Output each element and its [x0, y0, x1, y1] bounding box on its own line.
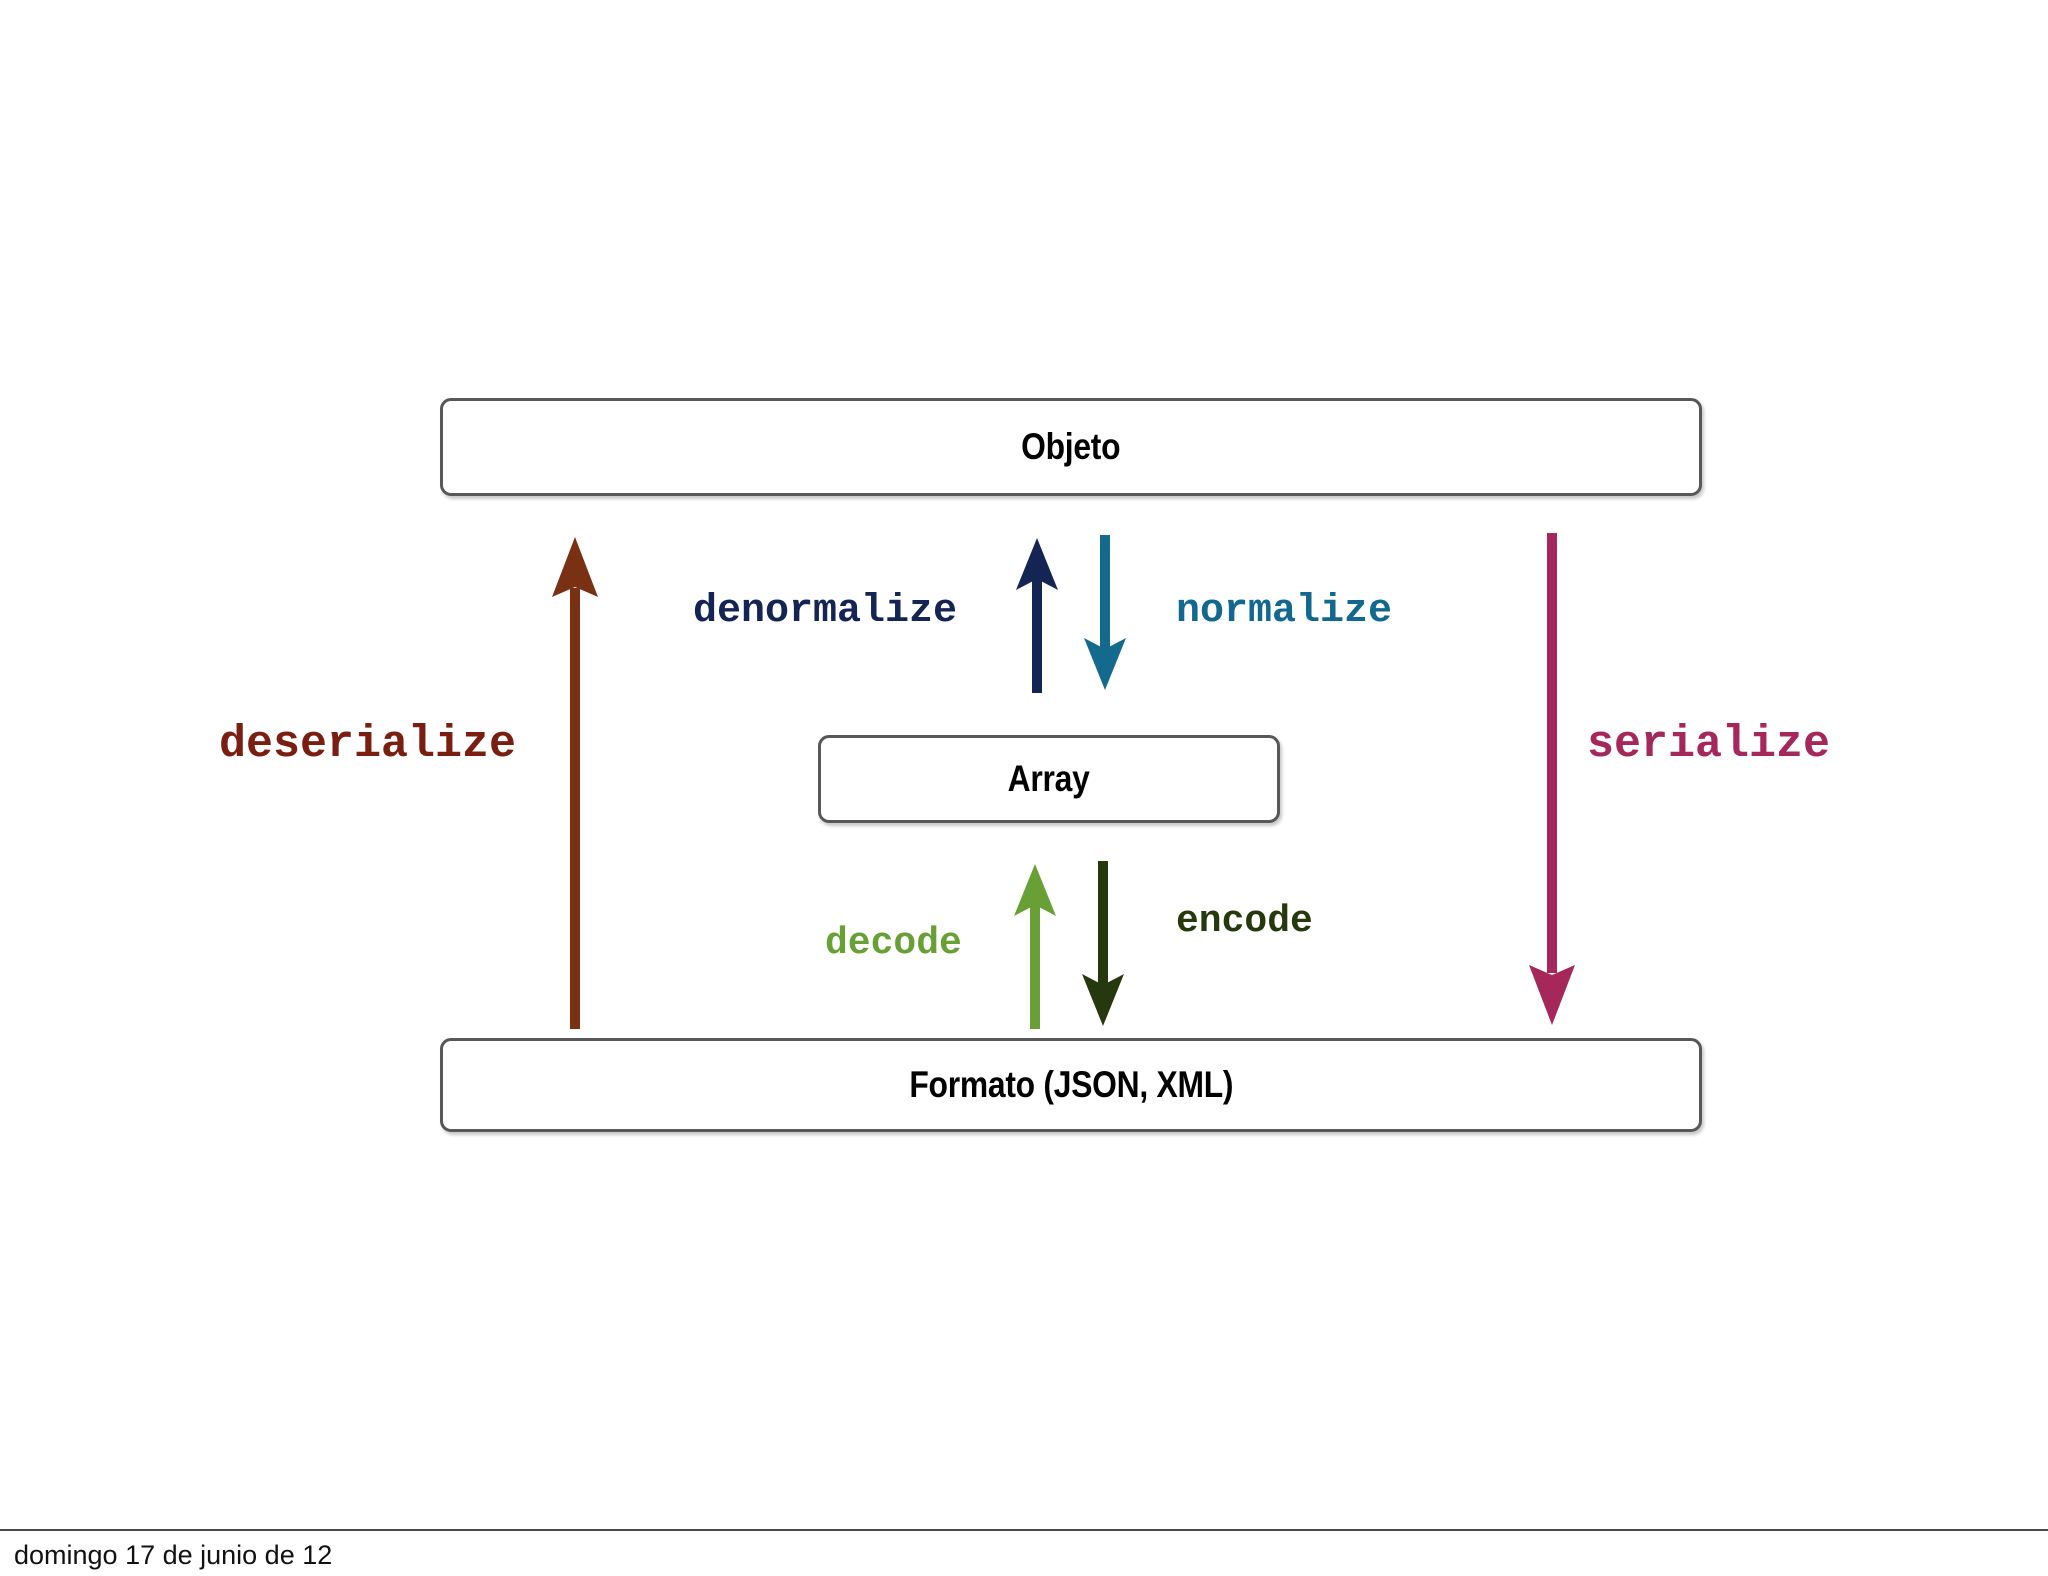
- edge-label-decode: decode: [825, 922, 962, 965]
- node-box-objeto: Objeto: [440, 398, 1702, 496]
- arrow-normalize: [1084, 535, 1126, 690]
- node-label-formato: Formato (JSON, XML): [909, 1064, 1233, 1105]
- edge-label-normalize: normalize: [1176, 589, 1393, 634]
- arrow-denormalize: [1016, 538, 1058, 693]
- edge-label-deserialize: deserialize: [219, 719, 517, 770]
- arrow-serialize: [1529, 533, 1575, 1025]
- footer-date-text: domingo 17 de junio de 12: [14, 1540, 333, 1570]
- node-box-array: Array: [818, 735, 1280, 823]
- node-label-objeto: Objeto: [1021, 426, 1121, 467]
- node-label-array: Array: [1008, 758, 1090, 799]
- edge-label-encode: encode: [1176, 900, 1313, 943]
- node-box-formato: Formato (JSON, XML): [440, 1038, 1702, 1132]
- arrow-encode: [1082, 861, 1124, 1026]
- edge-label-denormalize: denormalize: [693, 589, 958, 634]
- arrow-deserialize: [552, 537, 598, 1029]
- edge-label-serialize: serialize: [1587, 719, 1831, 770]
- footer-divider: [0, 1529, 2048, 1531]
- arrow-decode: [1014, 864, 1056, 1029]
